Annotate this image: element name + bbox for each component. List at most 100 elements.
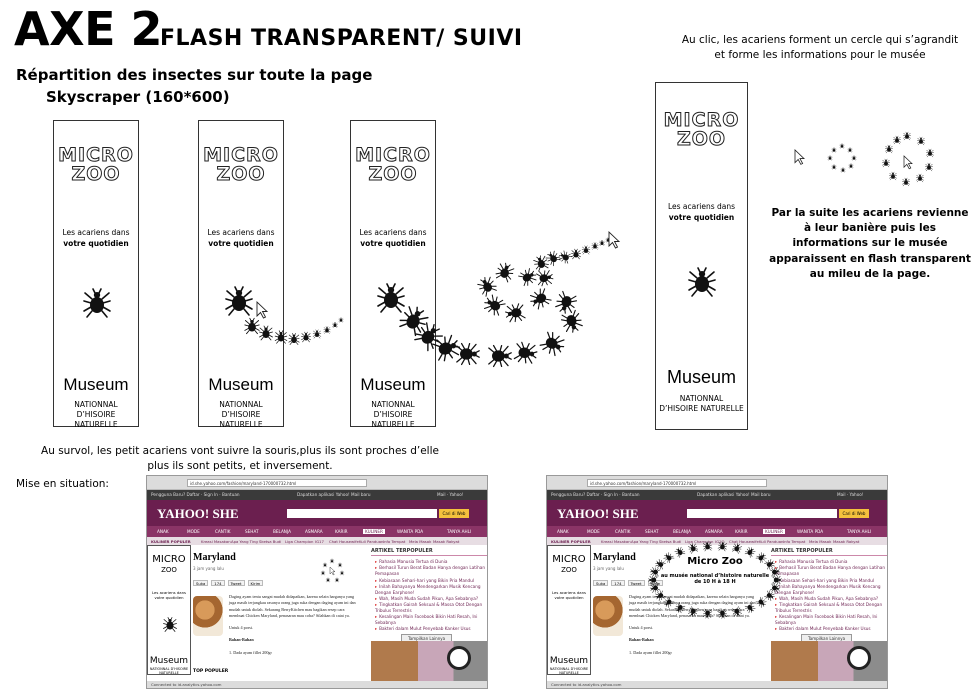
main-nav: ANAK MODE CANTIK SEHAT BELANJA ASMARA KA… xyxy=(147,526,487,537)
mite-ring-small-on-page xyxy=(320,558,345,583)
subtitle-repartition: Répartition des insectes sur toute la pa… xyxy=(16,66,373,84)
search-input[interactable] xyxy=(687,509,837,518)
subtitle-skyscraper: Skyscraper (160*600) xyxy=(46,88,230,106)
status-bar: Connected to id.analytics.yahoo.com xyxy=(147,681,487,688)
panda-photo xyxy=(847,646,871,670)
search-button[interactable]: Cari di Web xyxy=(439,509,469,518)
banner-museum: Museum xyxy=(666,367,737,387)
popular-item[interactable]: ▸Rahasia Manusia Tertua di Dunia xyxy=(775,559,848,565)
mite-icon xyxy=(687,542,699,555)
popular-item[interactable]: ▸Bakteri dalam Mulut Penyebab Kanker Usu… xyxy=(375,626,471,632)
popular-item[interactable]: ▸Berhasil Turun Berat Badan Hanya dengan… xyxy=(775,565,885,577)
article-body: Daging ayam tentu sangat mudah didapatka… xyxy=(229,594,356,655)
mite-icon xyxy=(717,540,728,552)
banner-tagline: Les acariens dans votre quotidien xyxy=(359,228,427,249)
search-input[interactable] xyxy=(287,509,437,518)
banner-natio: NATIONNAL D’HISOIRE NATURELLE xyxy=(659,394,744,414)
oval-line1: au musée national d’histoire naturelle xyxy=(660,573,770,579)
search-button[interactable]: Cari di Web xyxy=(839,509,869,518)
mite-icon xyxy=(702,540,713,552)
skyscraper-banner-4[interactable]: MICRO ZOO Les acariens dans votre quotid… xyxy=(655,82,748,430)
mise-en-situation-label: Mise en situation: xyxy=(16,478,109,490)
popular-item[interactable]: ▸Wah, Masih Muda Sudah Pikun, Apa Sebabn… xyxy=(775,595,879,601)
mite-icon xyxy=(687,605,699,618)
mite-trail-banner-2 xyxy=(225,286,344,345)
popular-item[interactable]: ▸Inilah Bahayanya Mendengarkan Musik Ken… xyxy=(775,583,881,595)
article-date: 3 jam yang lalu xyxy=(593,566,624,571)
oval-line2: de 10 H à 18 H xyxy=(694,579,736,585)
mite-icon xyxy=(731,542,743,555)
mite-icon xyxy=(763,589,777,602)
yahoo-logo[interactable]: YAHOO! SHE xyxy=(157,506,239,521)
popular-item[interactable]: ▸Rahasia Manusia Tertua di Dunia xyxy=(375,559,448,565)
banner-natio: NATIONNAL D’HISOIRE NATURELLE xyxy=(74,400,118,430)
send-button[interactable]: Kirim xyxy=(247,580,264,586)
banner-natio: NATIONNAL D’HISOIRE NATURELLE xyxy=(219,400,263,430)
popular-item[interactable]: ▸Inilah Bahayanya Mendengarkan Musik Ken… xyxy=(375,583,481,595)
article-title: Maryland xyxy=(593,552,636,563)
mini-skyscraper-banner[interactable]: MICRO ZOO Les acariens dans votre quotid… xyxy=(147,545,191,675)
browser-chrome: id.she.yahoo.com/fashion/maryland-170000… xyxy=(547,476,887,490)
note-hover: Au survol, les petit acariens vont suivr… xyxy=(41,445,439,473)
mite-icon xyxy=(717,608,728,620)
micro-zoo-logo: MICRO ZOO xyxy=(355,144,431,185)
mite-icon xyxy=(673,601,687,615)
mite-icon xyxy=(163,617,177,632)
article-body: Daging ayam tentu sangat mudah didapatka… xyxy=(629,594,756,655)
mite-icon xyxy=(743,601,757,615)
popular-item[interactable]: ▸Kesalingan Main Facebook Bikin Hati Res… xyxy=(775,614,878,626)
micro-zoo-logo: MICRO ZOO xyxy=(203,144,279,185)
popular-item[interactable]: ▸Tingkatkan Gairah Seksual & Massa Otot … xyxy=(775,601,883,613)
sub-nav: KULINER POPULER Kreasi Masakan Apa Yang … xyxy=(147,537,487,545)
flash-title: FLASH TRANSPARENT/ SUIVI xyxy=(160,26,523,51)
tweet-button[interactable]: Tweet xyxy=(227,580,245,586)
popular-item[interactable]: ▸Kesalingan Main Facebook Bikin Hati Res… xyxy=(375,614,478,626)
top-populer-tab[interactable]: TOP POPULER xyxy=(193,669,229,674)
oval-info[interactable]: Micro Zoo au musée national d’histoire n… xyxy=(645,556,785,585)
micro-zoo-logo: MICRO ZOO xyxy=(663,109,740,150)
popular-item[interactable]: ▸Wah, Masih Muda Sudah Pikun, Apa Sebabn… xyxy=(375,595,479,601)
webpage-mockup-1: id.she.yahoo.com/fashion/maryland-170000… xyxy=(146,475,488,689)
yahoo-logo[interactable]: YAHOO! SHE xyxy=(557,506,639,521)
mini-skyscraper-banner[interactable]: MICRO ZOO Les acariens dans votre quotid… xyxy=(547,545,591,675)
mite-ring-small xyxy=(827,143,857,173)
url-bar[interactable]: id.she.yahoo.com/fashion/maryland-170000… xyxy=(587,479,767,487)
popular-item[interactable]: ▸Tingkatkan Gairah Seksual & Massa Otot … xyxy=(375,601,483,613)
banner-museum: Museum xyxy=(360,375,426,394)
banner-natio: NATIONNAL D’HISOIRE NATURELLE xyxy=(371,400,415,430)
like-button[interactable]: Suka xyxy=(193,580,209,586)
banner-tagline: Les acariens dans votre quotidien xyxy=(667,202,736,223)
panda-photo xyxy=(447,646,471,670)
yahoo-header: YAHOO! SHE Cari di Web xyxy=(147,500,487,526)
popular-item[interactable]: ▸Kebiasaan Sehari-hari yang Bikin Pria M… xyxy=(375,577,475,583)
popular-item[interactable]: ▸Berhasil Turun Berat Badan Hanya dengan… xyxy=(375,565,485,577)
article-date: 3 jam yang lalu xyxy=(193,566,224,571)
skyscraper-banner-2[interactable]: MICRO ZOO Les acariens dans votre quotid… xyxy=(198,120,284,430)
tweet-button[interactable]: Tweet xyxy=(627,580,645,586)
mite-icon xyxy=(653,589,667,602)
mite-icon xyxy=(702,608,713,620)
article-food-image xyxy=(593,596,623,636)
note-return: Par la suite les acariens revienne à leu… xyxy=(769,207,971,280)
mite-circle-sequence xyxy=(794,131,934,187)
webpage-mockup-2: id.she.yahoo.com/fashion/maryland-170000… xyxy=(546,475,888,689)
yahoo-header: YAHOO! SHE Cari di Web xyxy=(547,500,887,526)
popular-item[interactable]: ▸Bakteri dalam Mulut Penyebab Kanker Usu… xyxy=(775,626,871,632)
article-title: Maryland xyxy=(193,552,236,563)
note-click: Au clic, les acariens forment un cercle … xyxy=(681,34,959,62)
url-bar[interactable]: id.she.yahoo.com/fashion/maryland-170000… xyxy=(187,479,367,487)
skyscraper-banner-1[interactable]: MICRO ZOO Les acariens dans votre quotid… xyxy=(53,120,139,430)
like-count: 174 xyxy=(211,580,225,586)
axe-title: AXE 2 xyxy=(14,2,163,56)
like-button[interactable]: Suka xyxy=(593,580,609,586)
banner-museum: Museum xyxy=(208,375,274,394)
banner-tagline: Les acariens dans votre quotidien xyxy=(207,228,275,249)
skyscraper-banner-3[interactable]: MICRO ZOO Les acariens dans votre quotid… xyxy=(350,120,436,430)
sidebar-popular: ARTIKEL TERPOPULER ▸Rahasia Manusia Tert… xyxy=(371,548,487,645)
status-bar: Connected to id.analytics.yahoo.com xyxy=(547,681,887,688)
banner-tagline: Les acariens dans votre quotidien xyxy=(62,228,130,249)
sub-nav: KULINER POPULER Kreasi Masakan Apa Yang … xyxy=(547,537,887,545)
mite-swirl-banner-3 xyxy=(377,231,620,368)
oval-title: Micro Zoo xyxy=(687,556,743,567)
